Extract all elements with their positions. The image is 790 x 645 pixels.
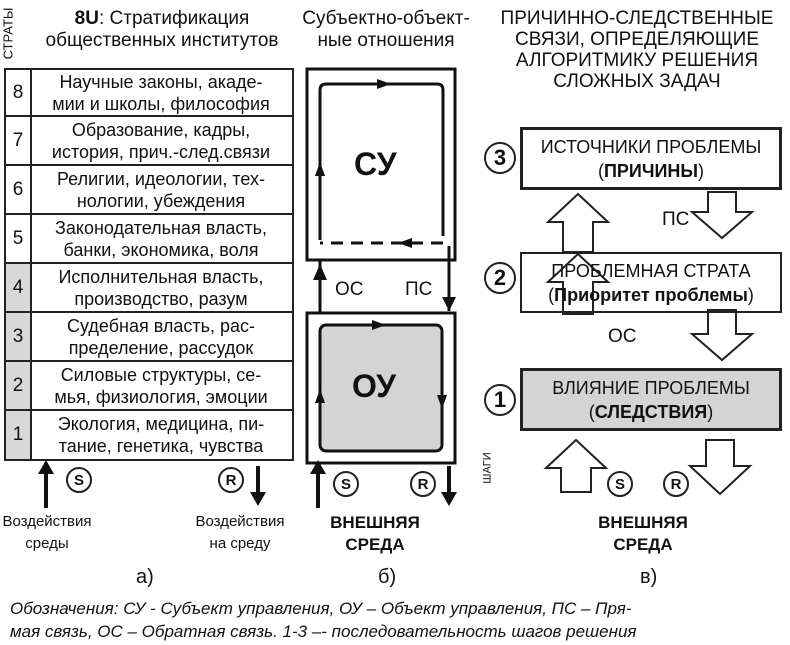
strata-row-3: 3 Судебная власть, рас-пределение, рассу…	[4, 313, 294, 362]
strata-number: 4	[6, 264, 32, 311]
legend-line2: мая связь, ОС – Обратная связь. 1-3 –- п…	[10, 622, 637, 641]
problem-stratum-box: ПРОБЛЕМНАЯ СТРАТА (Приоритет проблемы)	[520, 252, 782, 313]
strata-row-8: 8 Научные законы, акаде-мии и школы, фил…	[4, 68, 294, 117]
ps-down-hollow-arrow	[689, 309, 755, 362]
b-env-input-arrowhead	[310, 460, 326, 474]
env-output-arrowhead	[250, 492, 266, 506]
strata-number: 3	[6, 313, 32, 360]
c-response-r-circle: R	[663, 471, 689, 497]
ou-loop-arrow-down	[437, 395, 447, 409]
panel-b-letter: б)	[378, 566, 397, 588]
strata-text: Законодательная власть,банки, экономика,…	[55, 217, 267, 260]
ou-label: ОУ	[352, 368, 396, 404]
legend-line1: Обозначения: СУ - Субъект управления, ОУ…	[10, 599, 632, 618]
strata-text: Силовые структуры, се-мья, физиология, э…	[54, 364, 268, 407]
su-loop-arrow-up	[315, 162, 325, 176]
strata-text: Исполнительная власть,производство, разу…	[58, 266, 264, 309]
c-env-output-hollow-arrow	[687, 439, 753, 496]
strata-number: 2	[6, 362, 32, 409]
panel-a-title-code: 8U	[74, 8, 99, 29]
strata-number: 7	[6, 117, 32, 164]
ps-label: ПС	[405, 279, 433, 300]
step-3-circle: 3	[484, 142, 516, 174]
env-input-arrowhead	[38, 460, 54, 474]
causes-box: ИСТОЧНИКИ ПРОБЛЕМЫ (ПРИЧИНЫ)	[520, 127, 782, 190]
panel-a-title-line1: : Стратификация	[98, 8, 250, 29]
ps-up-hollow-arrow-top	[545, 192, 611, 253]
problem-stratum-line2: (Приоритет проблемы)	[548, 284, 754, 305]
strata-text: Экология, медицина, пи-тание, генетика, …	[57, 414, 265, 456]
panel-c-title: ПРИЧИННО-СЛЕДСТВЕННЫЕ СВЯЗИ, ОПРЕДЕЛЯЮЩИ…	[500, 8, 774, 92]
step-2-circle: 2	[484, 262, 516, 294]
os-up-hollow-arrow	[545, 252, 611, 315]
strata-row-6: 6 Религии, идеологии, тех-нологии, убежд…	[4, 166, 294, 215]
su-label: СУ	[354, 146, 397, 182]
panel-a-title-line2: общественных институтов	[45, 30, 279, 51]
ps-forward-arrowhead	[442, 297, 456, 311]
legend: Обозначения: СУ - Субъект управления, ОУ…	[10, 597, 785, 643]
strata-row-4: 4 Исполнительная власть,производство, ра…	[4, 264, 294, 313]
subject-object-diagram	[305, 67, 457, 508]
causes-line1: ИСТОЧНИКИ ПРОБЛЕМЫ	[540, 136, 762, 157]
panel-a-letter: а)	[136, 566, 154, 588]
c-stimulus-s-circle: S	[607, 471, 633, 497]
strata-text: Религии, идеологии, тех-нологии, убежден…	[56, 168, 266, 211]
effects-line1: ВЛИЯНИЕ ПРОБЛЕМЫ	[552, 377, 750, 398]
strata-row-1: 1 Экология, медицина, пи-тание, генетика…	[4, 411, 294, 461]
b-env-output-arrowhead	[441, 492, 457, 506]
panel-c-letter: в)	[640, 566, 658, 588]
c-env-input-hollow-arrow	[543, 438, 609, 493]
strata-text: Научные законы, акаде-мии и школы, филос…	[52, 71, 270, 114]
strata-text: Образование, кадры,история, прич.-след.с…	[51, 119, 271, 162]
causes-line2: (ПРИЧИНЫ)	[597, 160, 705, 181]
strata-text: Судебная власть, рас-пределение, рассудо…	[66, 315, 256, 358]
effects-line2: (СЛЕДСТВИЯ)	[588, 401, 714, 422]
strata-row-5: 5 Законодательная власть,банки, экономик…	[4, 215, 294, 264]
su-loop-arrow-left	[398, 238, 412, 248]
os-label: ОС	[335, 279, 364, 300]
b-response-r-circle: R	[410, 471, 436, 497]
step-1-circle: 1	[484, 384, 516, 416]
b-stimulus-s-circle: S	[333, 471, 359, 497]
strata-row-7: 7 Образование, кадры,история, прич.-след…	[4, 117, 294, 166]
su-loop-arrow-right	[377, 79, 391, 89]
ps-down-hollow-arrow-top	[689, 191, 755, 240]
stimulus-s-circle: S	[66, 467, 92, 493]
strata-row-2: 2 Силовые структуры, се-мья, физиология,…	[4, 362, 294, 411]
strata-number: 5	[6, 215, 32, 262]
c-ps-label: ПС	[662, 209, 690, 230]
ou-loop-arrow-right	[372, 320, 386, 330]
response-r-circle: R	[218, 467, 244, 493]
steps-label: ШАГИ	[481, 452, 494, 484]
ou-loop-arrow-up	[315, 389, 325, 403]
c-os-label: ОС	[608, 326, 637, 347]
panel-a-io-arrows	[38, 460, 266, 508]
os-feedback-arrowhead	[313, 264, 327, 280]
panel-a-title: 8U: Стратификация общественных институто…	[22, 8, 302, 52]
cause-effect-arrows	[543, 191, 755, 496]
panel-b-title: Субъектно-объект-ные отношения	[302, 8, 470, 51]
effects-box: ВЛИЯНИЕ ПРОБЛЕМЫ (СЛЕДСТВИЯ)	[520, 368, 782, 431]
strata-number: 8	[6, 70, 32, 115]
problem-stratum-line1: ПРОБЛЕМНАЯ СТРАТА	[551, 260, 751, 281]
strata-number: 6	[6, 166, 32, 213]
su-outer-box	[305, 67, 457, 262]
strata-number: 1	[6, 411, 32, 459]
